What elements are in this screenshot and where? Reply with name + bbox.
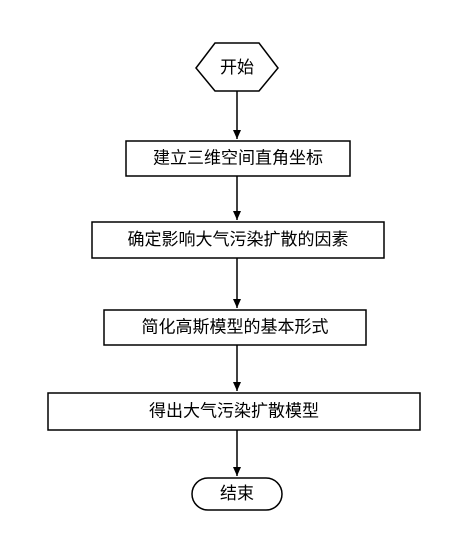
process-label-2: 确定影响大气污染扩散的因素 (128, 230, 349, 250)
process-label-4: 得出大气污染扩散模型 (149, 402, 319, 422)
end-label: 结束 (220, 484, 254, 504)
process-box-3 (103, 309, 367, 346)
process-label-1: 建立三维空间直角坐标 (153, 149, 323, 169)
end-node: 结束 (191, 477, 283, 511)
process-box-1 (125, 140, 351, 177)
start-node: 开始 (195, 42, 279, 92)
process-step-2: 确定影响大气污染扩散的因素 (91, 221, 385, 259)
process-step-4: 得出大气污染扩散模型 (47, 392, 421, 431)
start-hexagon (195, 42, 279, 92)
end-terminal (191, 477, 283, 511)
process-box-2 (91, 221, 385, 259)
process-step-3: 简化高斯模型的基本形式 (103, 309, 367, 346)
start-label: 开始 (220, 58, 254, 78)
process-step-1: 建立三维空间直角坐标 (125, 140, 351, 177)
process-label-3: 简化高斯模型的基本形式 (142, 318, 329, 338)
process-box-4 (47, 392, 421, 431)
